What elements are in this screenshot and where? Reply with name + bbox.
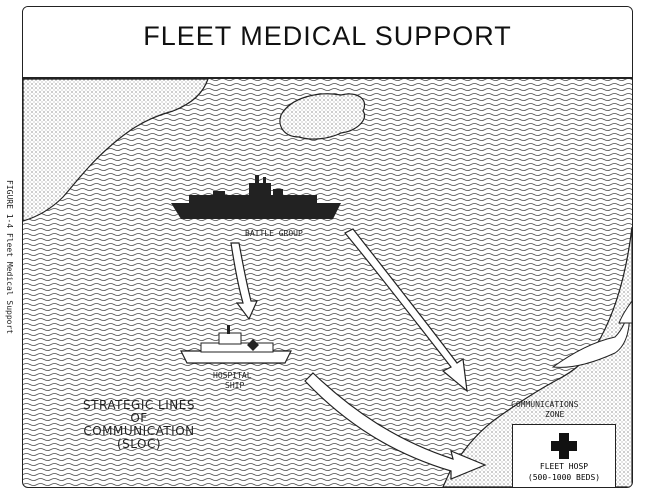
side-caption-text: FIGURE 1-4 Fleet Medical Support	[5, 180, 14, 335]
page-title: FLEET MEDICAL SUPPORT	[143, 21, 512, 51]
peninsula-tip	[618, 300, 632, 324]
arrow-battle-to-hospital	[230, 242, 258, 321]
arrow-hospital-to-base	[304, 372, 487, 480]
warship-icon	[171, 175, 341, 219]
sloc-line-3: COMMUNICATION	[83, 424, 195, 438]
sloc-label: STRATEGIC LINES OF COMMUNICATION (SLOC)	[59, 399, 219, 451]
communications-zone-label-line2: ZONE	[545, 410, 565, 419]
battle-group-label: BATTLE GROUP	[245, 229, 303, 238]
hospital-ship-label-line1: HOSPITAL	[213, 371, 252, 380]
arrow-battle-to-comms	[344, 228, 468, 393]
figure-frame: FLEET MEDICAL SUPPORT	[22, 6, 633, 488]
map-artwork	[23, 78, 632, 487]
island	[279, 93, 366, 140]
fleet-base-label-line1: FLEET HOSP	[539, 462, 589, 471]
fleet-base-label-line2: (500-1000 BEDS)	[527, 473, 601, 482]
sloc-line-1: STRATEGIC LINES	[83, 398, 195, 412]
landmass-southeast	[442, 226, 632, 487]
title-bar: FLEET MEDICAL SUPPORT	[23, 7, 632, 79]
side-caption: FIGURE 1-4 Fleet Medical Support	[2, 180, 16, 334]
sloc-line-4: (SLOC)	[116, 437, 162, 451]
hospital-ship-icon	[180, 325, 292, 364]
hospital-ship-label-line2: SHIP	[225, 381, 245, 390]
fleet-base-box: FLEET HOSP (500-1000 BEDS)	[512, 424, 616, 488]
sloc-line-2: OF	[130, 411, 148, 425]
red-cross-icon-bar	[551, 441, 577, 451]
communications-zone-label-line1: COMMUNICATIONS	[511, 400, 579, 409]
landmass-northwest	[23, 78, 209, 222]
